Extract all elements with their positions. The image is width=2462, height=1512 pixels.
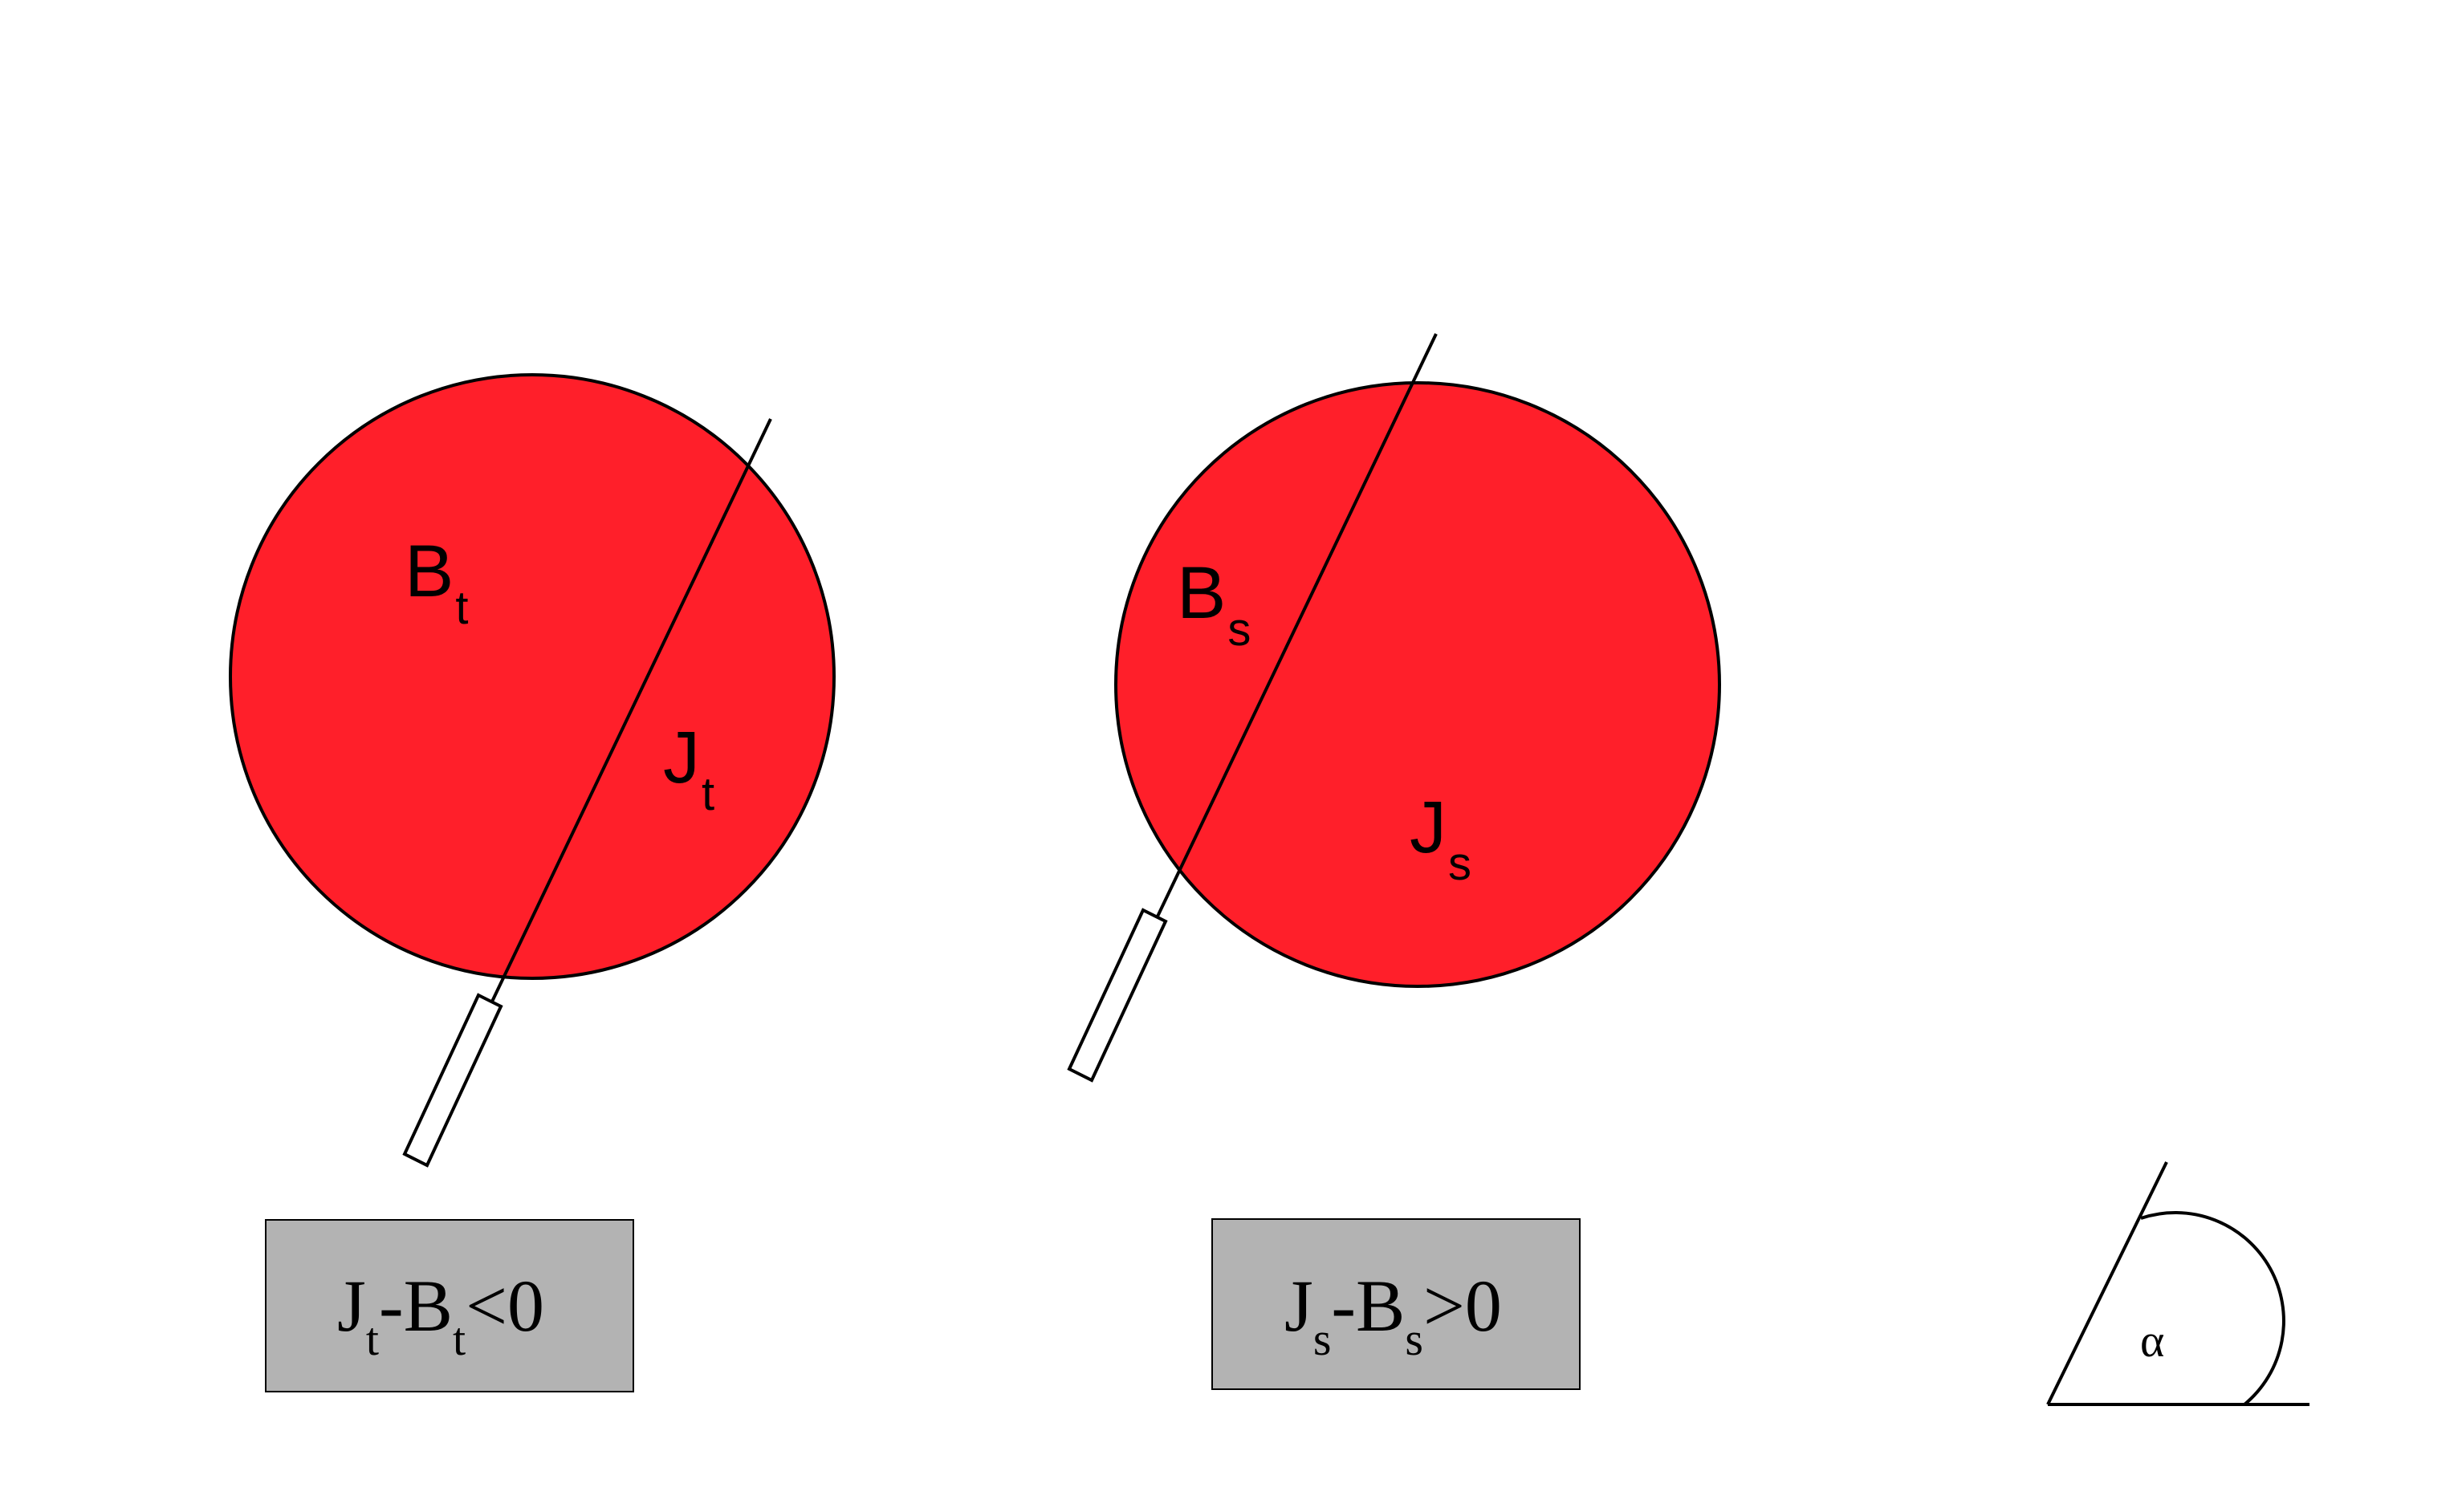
angle-ray <box>2046 1161 2168 1405</box>
left-formula-box <box>265 1219 634 1392</box>
left-division-line <box>490 418 772 1004</box>
left-region-upper-label: Bt <box>405 530 469 634</box>
left-region-lower-label: Jt <box>663 717 714 820</box>
angle-arc <box>2140 1211 2285 1406</box>
angle-symbol: α <box>2140 1315 2164 1367</box>
right-division-line <box>1154 333 1438 921</box>
left-configuration: Bt Jt Jt-Bt<0 <box>229 373 836 1392</box>
angle-legend: α <box>2046 1161 2309 1406</box>
right-formula: Js-Bs>0 <box>1284 1265 1502 1365</box>
right-paddle <box>1067 908 1168 1083</box>
left-paddle <box>402 993 503 1168</box>
left-formula: Jt-Bt<0 <box>337 1265 544 1365</box>
right-disc <box>1114 381 1721 988</box>
left-disc <box>229 373 836 980</box>
right-formula-box <box>1211 1218 1581 1390</box>
right-region-lower-label: Js <box>1410 786 1471 890</box>
right-configuration: Bs Js Js-Bs>0 <box>1067 333 1721 1390</box>
right-region-upper-label: Bs <box>1177 552 1251 656</box>
